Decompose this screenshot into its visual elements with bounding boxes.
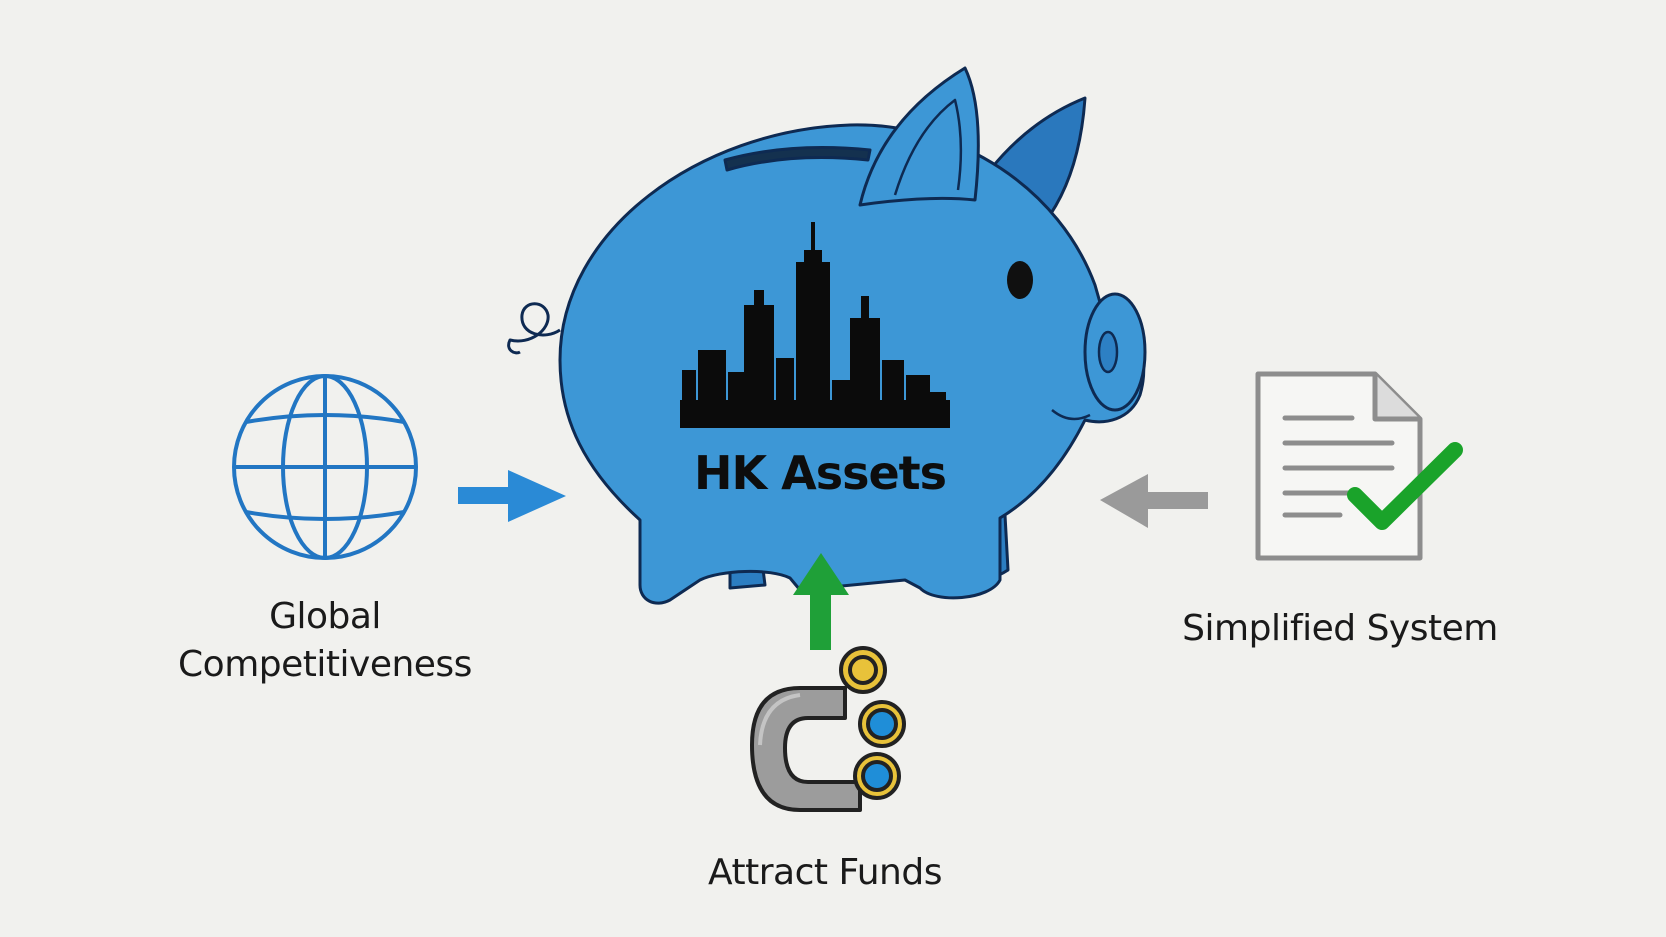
piggy-nostril [1097,330,1119,374]
checked-document-icon [1255,371,1463,561]
coin-icon [866,708,898,740]
coin-icon [848,655,878,685]
building [811,222,815,252]
center-title: HK Assets [693,446,947,500]
label-global-line1: Global [269,596,381,637]
building [754,290,764,310]
building [682,370,696,415]
arrow-left-icon [1100,474,1208,528]
label-simplified-system: Simplified System [1182,608,1498,649]
piggy-coin-slot [723,146,872,172]
magnet-coins-icon [750,646,906,812]
piggy-mouth [1051,409,1091,421]
building [744,305,774,415]
piggy-eye [1007,261,1033,299]
label-attract-funds: Attract Funds [708,852,942,893]
arrow-up-icon [793,553,849,650]
building [804,250,822,266]
check-mark-icon [1347,442,1463,530]
building [861,296,869,320]
piggy-ear-inner [893,98,963,196]
building [850,318,880,413]
building [796,262,830,412]
globe-icon [232,374,418,560]
building [728,372,746,417]
building [906,375,930,415]
building [776,358,794,413]
building [930,392,946,417]
building [882,360,904,415]
piggy-tail [507,302,561,355]
city-skyline-icon [680,222,950,428]
building [698,350,726,415]
piggy-front-ear [858,66,980,207]
building [832,380,850,415]
coin-icon [861,760,893,792]
arrow-right-icon [458,470,566,522]
label-global-line2: Competitiveness [178,644,472,685]
